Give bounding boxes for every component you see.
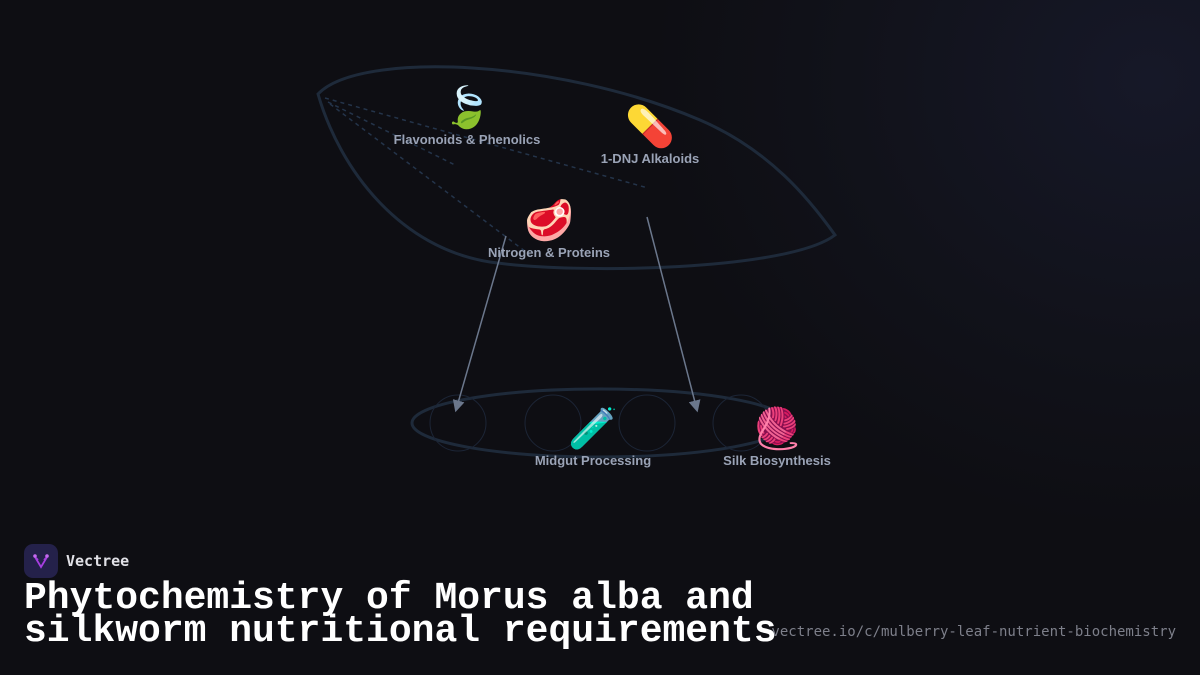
source-url: vectree.io/c/mulberry-leaf-nutrient-bioc… <box>771 624 1176 640</box>
brand-name: Vectree <box>66 552 130 570</box>
node-midgut: 🧪 Midgut Processing <box>535 405 651 468</box>
title-line-1: Phytochemistry of Morus alba and <box>24 577 754 620</box>
arrow-alkaloids-to-silk <box>646 216 701 413</box>
node-label: Midgut Processing <box>534 453 652 468</box>
leaf-veins <box>324 97 649 256</box>
node-label: Nitrogen & Proteins <box>487 245 611 260</box>
test-tube-icon: 🧪 <box>568 406 618 452</box>
title-line-2: silkworm nutritional requirements <box>24 610 777 653</box>
yarn-icon: 🧶 <box>752 406 802 452</box>
node-label: Flavonoids & Phenolics <box>393 132 541 147</box>
leaf-outline <box>316 65 838 271</box>
node-label: Silk Biosynthesis <box>723 453 831 468</box>
page-title: Phytochemistry of Morus alba and silkwor… <box>24 580 777 651</box>
leaf-icon: 🍃 <box>442 85 492 131</box>
arrow-nitrogen-to-midgut <box>452 235 507 413</box>
brand: Vectree <box>24 544 129 578</box>
node-flavonoids: 🍃 Flavonoids & Phenolics <box>394 84 541 147</box>
node-silk: 🧶 Silk Biosynthesis <box>723 405 831 468</box>
pill-icon: 💊 <box>625 104 675 150</box>
gut-outline <box>410 387 790 459</box>
node-nitrogen: 🥩 Nitrogen & Proteins <box>488 197 610 260</box>
gut-segments <box>429 394 770 452</box>
node-label: 1-DNJ Alkaloids <box>600 151 700 166</box>
vectree-logo-icon <box>24 544 58 578</box>
meat-icon: 🥩 <box>524 198 574 244</box>
node-alkaloids: 💊 1-DNJ Alkaloids <box>601 103 700 166</box>
